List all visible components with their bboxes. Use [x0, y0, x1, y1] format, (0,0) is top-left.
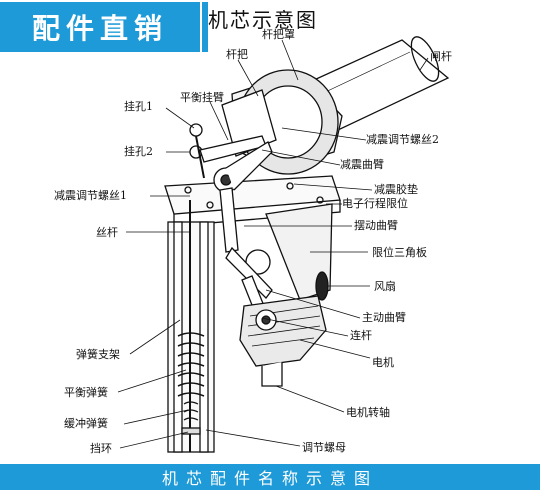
label-shock-screw-1: 减震调节螺丝1	[54, 189, 127, 202]
stop-ring	[181, 427, 201, 435]
label-limit-triangle: 限位三角板	[372, 246, 427, 259]
label-swing-arm: 摆动曲臂	[354, 219, 398, 232]
footer-caption: 机芯配件名称示意图	[0, 464, 540, 490]
label-shock-arm: 减震曲臂	[340, 158, 384, 171]
label-spring-frame: 弹簧支架	[76, 348, 120, 361]
buffer-spring	[183, 401, 199, 421]
label-buffer-spring: 缓冲弹簧	[64, 417, 108, 430]
header-badge: 配件直销	[0, 2, 208, 52]
hook-1	[189, 123, 203, 137]
boom-arm-end	[410, 36, 440, 82]
label-fan: 风扇	[374, 280, 396, 293]
label-hook-2: 挂孔2	[124, 145, 153, 158]
balance-spring	[177, 332, 205, 397]
label-motor: 电机	[372, 356, 394, 369]
label-stop-ring: 挡环	[90, 442, 112, 455]
label-balance-spring: 平衡弹簧	[64, 386, 108, 399]
label-shock-pad: 减震胶垫	[374, 183, 418, 196]
label-lever-cover: 杆把罩	[262, 28, 295, 41]
label-shock-screw-2: 减震调节螺丝2	[366, 133, 439, 146]
motor-shaft	[261, 362, 283, 387]
label-connecting-rod: 连杆	[350, 329, 372, 342]
diagram-title: 机芯示意图	[208, 8, 318, 32]
label-hook-1: 挂孔1	[124, 100, 153, 113]
label-balance-arm: 平衡挂臂	[180, 91, 224, 104]
leader-lines	[117, 39, 429, 449]
limit-triangle	[265, 203, 333, 301]
label-screw-rod: 丝杆	[96, 226, 118, 239]
label-lever: 杆把	[226, 48, 248, 61]
swing-arm	[219, 187, 239, 253]
label-electronic-limit: 电子行程限位	[342, 197, 408, 210]
label-adjust-nut: 调节螺母	[302, 441, 346, 454]
label-motor-shaft: 电机转轴	[346, 406, 390, 419]
label-boom-arm: 闸杆	[430, 50, 452, 63]
label-drive-crank: 主动曲臂	[362, 311, 406, 324]
